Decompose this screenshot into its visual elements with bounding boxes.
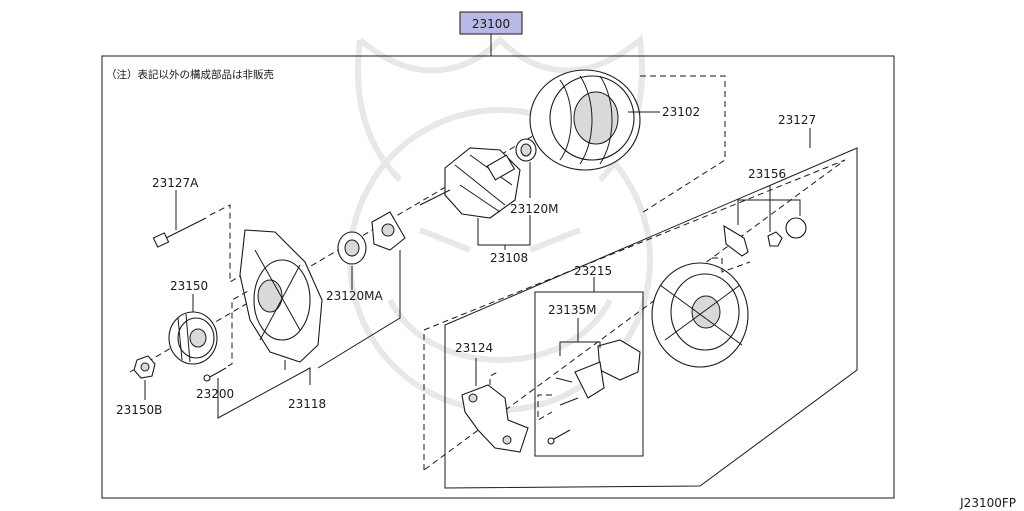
- label-23127A[interactable]: 23127A: [152, 176, 199, 190]
- assembly-frame: [101, 55, 895, 499]
- part-23120MA-bearing[interactable]: [337, 231, 367, 265]
- part-23150B-nut[interactable]: [133, 355, 156, 379]
- label-23150[interactable]: 23150: [170, 279, 208, 293]
- figure-code: J23100FP: [959, 496, 1016, 510]
- retainer-plate: [371, 211, 406, 251]
- assembly-code-box[interactable]: 23100: [459, 11, 523, 35]
- part-23127A-bolt[interactable]: [152, 217, 207, 248]
- part-23150-pulley[interactable]: [168, 311, 218, 365]
- part-23108-rotor[interactable]: [419, 147, 521, 219]
- assembly-code-label: 23100: [472, 17, 510, 31]
- label-23120MA[interactable]: 23120MA: [326, 289, 384, 303]
- label-23102[interactable]: 23102: [662, 105, 700, 119]
- part-23118-housing[interactable]: [239, 229, 323, 363]
- part-23124-brush-holder[interactable]: [461, 384, 529, 453]
- label-23127[interactable]: 23127: [778, 113, 816, 127]
- label-23135M[interactable]: 23135M: [548, 303, 597, 317]
- not-sold-note: （注）表記以外の構成部品は非販売: [106, 68, 274, 81]
- label-23108[interactable]: 23108: [490, 251, 528, 265]
- label-23150B[interactable]: 23150B: [116, 403, 162, 417]
- label-23156[interactable]: 23156: [748, 167, 786, 181]
- label-23215[interactable]: 23215: [574, 264, 612, 278]
- part-23156-terminal[interactable]: [723, 217, 807, 257]
- label-23118[interactable]: 23118: [288, 397, 326, 411]
- part-23120M-bearing[interactable]: [515, 138, 537, 162]
- part-23102-housing[interactable]: [529, 69, 641, 171]
- label-23120M[interactable]: 23120M: [510, 202, 559, 216]
- label-23124[interactable]: 23124: [455, 341, 493, 355]
- part-23135M-regulator[interactable]: [547, 339, 641, 445]
- part-23200-screw[interactable]: [203, 367, 227, 382]
- label-23200[interactable]: 23200: [196, 387, 234, 401]
- rear-cover: [651, 262, 749, 368]
